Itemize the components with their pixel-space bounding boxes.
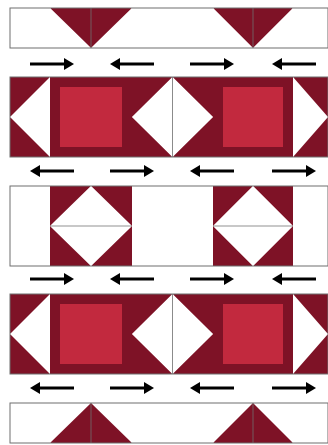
quilt-block-plain <box>293 8 328 48</box>
quilt-block-diamond-square <box>213 186 293 266</box>
arrow-head <box>64 58 74 70</box>
quilt-block-solid-square <box>213 77 293 157</box>
quilt-block-left-edge-triangles <box>10 294 50 374</box>
arrow-head <box>272 58 282 70</box>
cell-background <box>132 8 213 48</box>
pressing-arrows-4 <box>30 382 316 394</box>
quilt-block-solid-square <box>50 294 132 374</box>
quilt-block-plain <box>293 403 328 443</box>
quilt-block-plain <box>10 186 50 266</box>
arrow-head <box>224 273 234 285</box>
arrow-right-icon <box>30 58 74 70</box>
arrow-head <box>144 165 154 177</box>
quilt-block-bottom-triangles <box>50 403 132 443</box>
arrow-left-icon <box>190 165 234 177</box>
pressing-arrows-2 <box>30 165 316 177</box>
quilt-block-plain <box>132 403 213 443</box>
cell-background <box>132 186 213 266</box>
hourglass-row-1 <box>10 77 328 157</box>
arrow-right-icon <box>30 273 74 285</box>
pressing-arrows-1 <box>30 58 316 70</box>
arrow-right-icon <box>190 273 234 285</box>
quilt-block-plain <box>132 8 213 48</box>
arrow-right-icon <box>272 165 316 177</box>
arrow-head <box>224 58 234 70</box>
arrow-head <box>64 273 74 285</box>
quilt-block-solid-square <box>213 294 293 374</box>
quilt-block-diamond-square <box>50 186 132 266</box>
arrow-right-icon <box>110 382 154 394</box>
arrow-head <box>306 165 316 177</box>
cell-background <box>293 186 328 266</box>
cell-background <box>293 8 328 48</box>
arrow-head <box>144 382 154 394</box>
arrow-right-icon <box>190 58 234 70</box>
pressing-arrows-3 <box>30 273 316 285</box>
arrow-head <box>306 382 316 394</box>
quilt-block-left-edge-triangles <box>10 77 50 157</box>
arrow-left-icon <box>110 58 154 70</box>
arrow-head <box>190 382 200 394</box>
bottom-partial-row <box>10 403 328 443</box>
cell-background <box>293 403 328 443</box>
arrow-head <box>110 58 120 70</box>
arrow-left-icon <box>30 165 74 177</box>
quilt-block-right-edge-triangles <box>293 77 328 157</box>
quilt-block-diamond-split <box>132 294 213 374</box>
diamond-row <box>10 186 328 266</box>
quilt-block-plain <box>10 8 50 48</box>
quilt-block-plain <box>10 403 50 443</box>
center-square <box>60 87 122 147</box>
arrow-head <box>272 273 282 285</box>
arrow-left-icon <box>272 58 316 70</box>
cell-background <box>10 403 50 443</box>
cell-background <box>10 8 50 48</box>
quilt-block-right-edge-triangles <box>293 294 328 374</box>
center-square <box>223 87 283 147</box>
arrow-left-icon <box>30 382 74 394</box>
arrow-head <box>190 165 200 177</box>
arrow-right-icon <box>272 382 316 394</box>
center-square <box>60 304 122 364</box>
quilt-block-bottom-triangles <box>213 403 293 443</box>
arrow-head <box>30 165 40 177</box>
arrow-head <box>110 273 120 285</box>
arrow-left-icon <box>190 382 234 394</box>
quilt-block-plain <box>293 186 328 266</box>
quilt-block-top-triangles <box>50 8 132 48</box>
quilt-block-plain <box>132 186 213 266</box>
quilt-block-solid-square <box>50 77 132 157</box>
hourglass-row-2 <box>10 294 328 374</box>
cell-background <box>132 403 213 443</box>
center-square <box>223 304 283 364</box>
quilt-block-diamond-split <box>132 77 213 157</box>
arrow-head <box>30 382 40 394</box>
arrow-right-icon <box>110 165 154 177</box>
top-partial-row <box>10 8 328 48</box>
arrow-left-icon <box>272 273 316 285</box>
quilt-block-top-triangles <box>213 8 293 48</box>
arrow-left-icon <box>110 273 154 285</box>
cell-background <box>10 186 50 266</box>
